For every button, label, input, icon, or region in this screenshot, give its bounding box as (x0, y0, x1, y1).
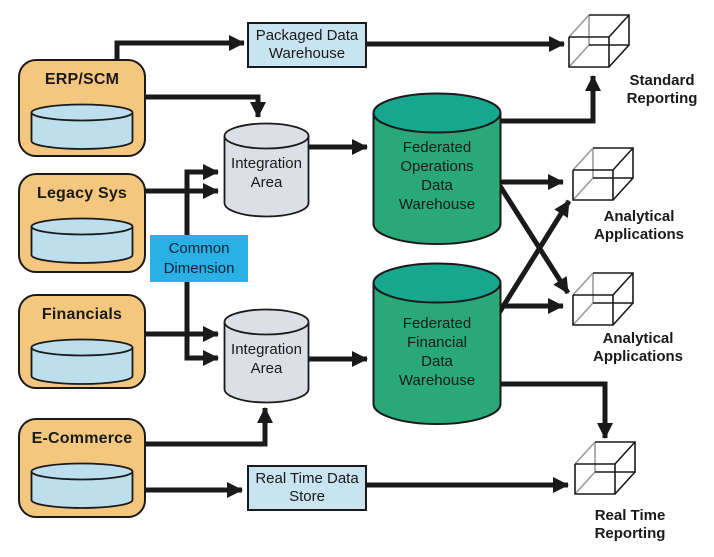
source-label-legacy-sys: Legacy Sys (36, 185, 128, 202)
standard-reporting-label: Standard Reporting (626, 72, 698, 107)
analytical-applications-cube-icon-2 (572, 272, 634, 326)
common-dimension-label-line1: Common (168, 239, 230, 257)
federated-fin-label-line4: Warehouse (398, 372, 476, 389)
real-time-reporting-cube-icon (574, 441, 636, 495)
source-box-ecommerce: E-Commerce (18, 418, 146, 518)
arrow-ecommerce-to-integration-area-2 (144, 407, 273, 447)
source-box-erp-scm: ERP/SCM (18, 59, 146, 157)
real-time-store-label-line2: Store (289, 488, 325, 505)
arrow-erp-to-packaged-dw (114, 35, 245, 60)
arrow-federated-ops-to-analytical-2 (497, 184, 571, 295)
source-box-legacy-sys: Legacy Sys (18, 173, 146, 273)
database-cylinder-icon (30, 103, 134, 150)
integration-area-1-label-line1: Integration (231, 155, 302, 172)
packaged-data-warehouse-box: Packaged Data Warehouse (247, 22, 367, 68)
federated-operations-warehouse-cylinder: Federated Operations Data Warehouse (372, 92, 502, 246)
analytical-applications-cube-icon-1 (572, 147, 634, 201)
federated-fin-label-line2: Financial (406, 334, 468, 351)
federated-ops-label-line2: Operations (400, 158, 474, 175)
source-label-erp-scm: ERP/SCM (44, 71, 120, 88)
federated-fin-label-line3: Data (421, 353, 453, 370)
cylinder-shape (372, 262, 502, 425)
packaged-dw-label-line2: Warehouse (268, 45, 346, 62)
real-time-reporting-label: Real Time Reporting (594, 507, 666, 542)
arrow-federated-ops-to-standard-reporting (500, 75, 601, 124)
standard-reporting-cube-icon (568, 14, 630, 68)
common-dimension-label-line2: Dimension (163, 259, 235, 277)
federated-financial-warehouse-cylinder: Federated Financial Data Warehouse (372, 262, 502, 426)
source-label-financials: Financials (41, 306, 123, 323)
source-label-ecommerce: E-Commerce (31, 430, 133, 447)
database-cylinder-icon (30, 217, 134, 264)
source-box-financials: Financials (18, 294, 146, 389)
integration-area-2-label-line1: Integration (231, 341, 302, 358)
database-cylinder-icon (30, 338, 134, 385)
analytical-applications-label-1: Analytical Applications (593, 208, 684, 243)
real-time-store-label-line1: Real Time Data (255, 470, 359, 487)
integration-area-2-label-line2: Area (250, 360, 283, 377)
federated-ops-label-line4: Warehouse (398, 196, 476, 213)
arrow-federated-fin-to-real-time-reporting (500, 381, 613, 439)
federated-ops-label-line1: Federated (402, 139, 472, 156)
cylinder-shape (223, 122, 310, 218)
analytical-applications-label-2: Analytical Applications (592, 330, 683, 365)
real-time-data-store-box: Real Time Data Store (247, 465, 367, 511)
cylinder-shape (372, 92, 502, 245)
federated-ops-label-line3: Data (421, 177, 453, 194)
packaged-dw-label-line1: Packaged Data (255, 27, 359, 44)
federated-fin-label-line1: Federated (402, 315, 472, 332)
common-dimension-box: Common Dimension (150, 235, 248, 282)
integration-area-1-cylinder: Integration Area (223, 122, 310, 218)
cylinder-shape (223, 308, 310, 404)
integration-area-2-cylinder: Integration Area (223, 308, 310, 404)
integration-area-1-label-line2: Area (250, 174, 283, 191)
arrow-erp-to-integration-area-1 (145, 94, 266, 118)
arrow-federated-fin-to-analytical-1 (496, 199, 572, 315)
database-cylinder-icon (30, 462, 134, 509)
